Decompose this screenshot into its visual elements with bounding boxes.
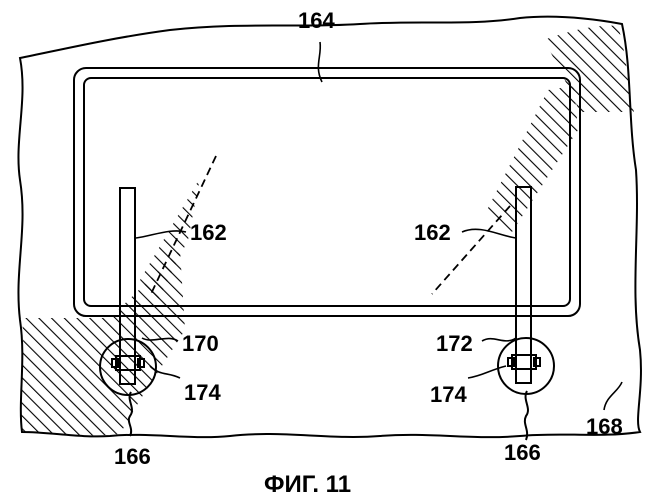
label-162-left: 162 — [190, 220, 227, 245]
lead-wire-right — [525, 391, 528, 440]
label-174-right: 174 — [430, 382, 467, 407]
leader-172 — [482, 338, 516, 341]
figure-caption: ФИГ. 11 — [264, 471, 351, 498]
connector-ring-right — [498, 338, 554, 394]
label-166-left: 166 — [114, 444, 151, 469]
label-162-right: 162 — [414, 220, 451, 245]
label-170: 170 — [182, 331, 219, 356]
label-174-left: 174 — [184, 380, 221, 405]
label-164: 164 — [298, 8, 335, 33]
label-172: 172 — [436, 331, 473, 356]
label-166-right: 166 — [504, 440, 541, 465]
hatch-regions — [21, 26, 634, 436]
leader-164 — [318, 42, 322, 82]
label-168: 168 — [586, 414, 623, 439]
leader-168 — [604, 382, 622, 410]
leader-162-right — [462, 229, 516, 238]
